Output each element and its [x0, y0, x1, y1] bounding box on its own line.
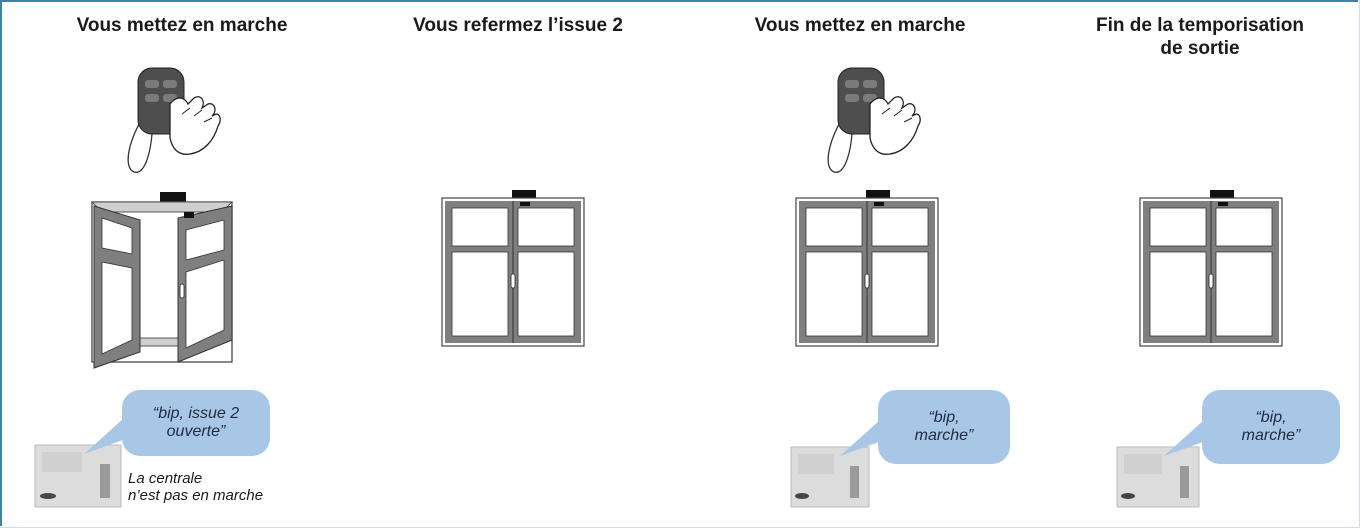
window-closed-icon — [795, 190, 939, 347]
status-note: La centrale n’est pas en marche — [128, 470, 264, 504]
window-closed-icon — [1139, 190, 1283, 347]
remote-control-icon — [127, 67, 221, 173]
speech-bubble-tail — [84, 418, 134, 454]
speech-bubble: “bip, marche” — [1202, 390, 1340, 464]
remote-control-icon — [827, 67, 921, 173]
window-closed-icon — [441, 190, 585, 347]
step-title: Fin de la temporisation de sortie — [1096, 15, 1304, 59]
window-open-icon — [90, 192, 234, 369]
speech-bubble-tail — [1164, 420, 1214, 456]
speech-bubble: “bip, marche” — [878, 390, 1010, 464]
control-unit-icon — [790, 446, 870, 508]
step-title: Vous mettez en marche — [76, 15, 288, 36]
speech-bubble-tail — [840, 420, 890, 456]
speech-bubble: “bip, issue 2 ouverte” — [122, 390, 270, 456]
step-title: Vous refermez l’issue 2 — [413, 15, 623, 36]
control-unit-icon — [34, 444, 122, 508]
step-title: Vous mettez en marche — [754, 15, 966, 36]
control-unit-icon — [1116, 446, 1200, 508]
